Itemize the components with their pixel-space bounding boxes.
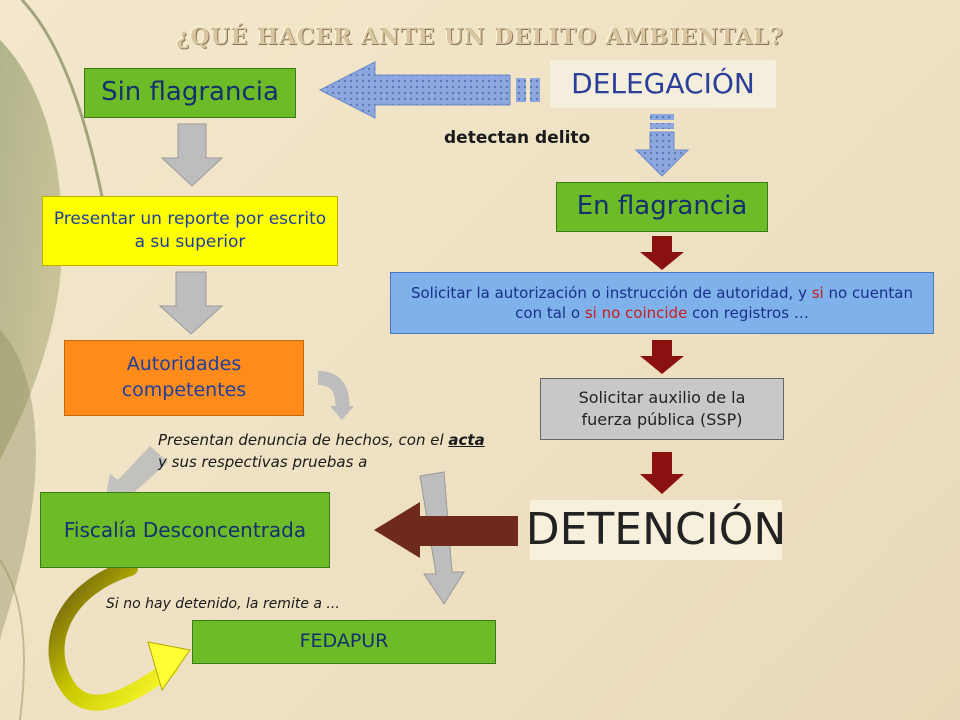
sin-flagrancia-box: Sin flagrancia xyxy=(84,68,296,118)
solicitar-autorizacion-box: Solicitar la autorización o instrucción … xyxy=(390,272,934,334)
slide-title: ¿QUÉ HACER ANTE UN DELITO AMBIENTAL? xyxy=(176,24,784,50)
gray-diagonal-arrow xyxy=(104,446,168,506)
red-down-arrow-1 xyxy=(640,236,684,270)
denuncia-caption: Presentan denuncia de hechos, con el act… xyxy=(158,431,485,471)
detectan-label: detectan delito xyxy=(444,128,591,148)
remite-caption: Si no hay detenido, la remite a ... xyxy=(106,596,340,612)
dashed-down-arrow xyxy=(634,114,690,177)
brown-left-arrow xyxy=(374,502,518,558)
loop-back-swoop xyxy=(48,560,178,711)
auxilio-box: Solicitar auxilio de la fuerza pública (… xyxy=(540,378,784,440)
autoridades-box: Autoridades competentes xyxy=(64,340,304,416)
en-flagrancia-box: En flagrancia xyxy=(556,182,768,232)
reporte-box: Presentar un reporte por escrito a su su… xyxy=(42,196,338,266)
red-down-arrow-3 xyxy=(640,452,684,494)
fedapur-box: FEDAPUR xyxy=(192,620,496,664)
red-down-arrow-2 xyxy=(640,340,684,374)
delegacion-box: DELEGACIÓN xyxy=(550,60,776,108)
detencion-box: DETENCIÓN xyxy=(526,500,786,560)
gray-down-arrow-2 xyxy=(158,271,224,335)
dashed-left-arrow xyxy=(318,61,540,119)
solicitar-autorizacion-text: Solicitar la autorización o instrucción … xyxy=(410,283,914,322)
gray-curved-arrow xyxy=(317,371,350,411)
fiscalia-box: Fiscalía Desconcentrada xyxy=(40,492,330,568)
gray-down-arrow-1 xyxy=(160,123,224,187)
